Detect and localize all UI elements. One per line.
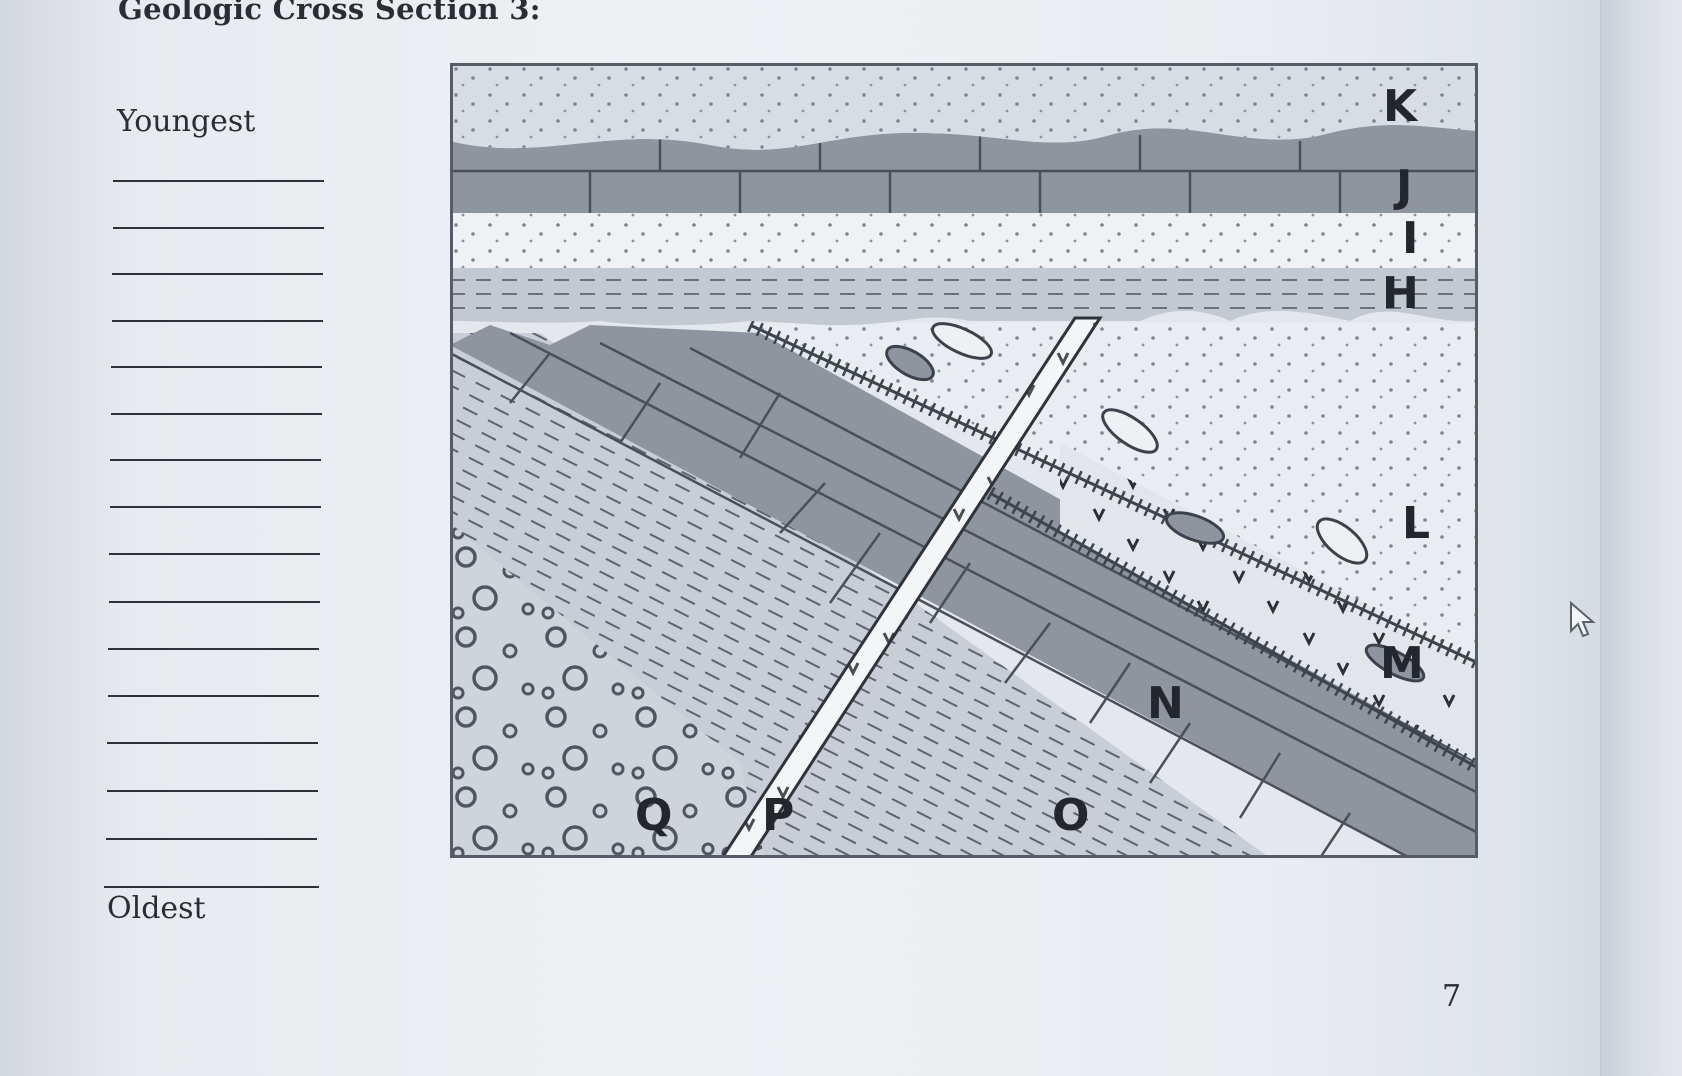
label-m: M: [1380, 638, 1424, 689]
answer-blank[interactable]: [107, 790, 318, 792]
worksheet-title: Geologic Cross Section 3:: [118, 0, 541, 26]
oldest-label: Oldest: [107, 891, 206, 926]
answer-blank[interactable]: [104, 886, 319, 888]
answer-blank[interactable]: [108, 648, 319, 650]
answer-blank[interactable]: [111, 413, 322, 415]
xenoliths: [885, 322, 1426, 683]
figure-frame: [450, 63, 1478, 858]
answer-blank[interactable]: [109, 601, 320, 603]
layer-n-limestone: [452, 325, 1476, 856]
label-n: N: [1147, 678, 1184, 729]
answer-blank[interactable]: [109, 553, 320, 555]
layer-j-limestone: [452, 124, 1476, 213]
answer-blank[interactable]: [113, 227, 324, 229]
label-k: K: [1383, 81, 1419, 132]
mouse-pointer-icon: [1568, 600, 1600, 641]
answer-blank[interactable]: [111, 366, 322, 368]
answer-blank[interactable]: [110, 506, 321, 508]
cross-section-drawing: K J I H L M N O P Q: [450, 63, 1478, 858]
page-edge-shadow: [1600, 0, 1682, 1076]
answer-blank[interactable]: [108, 695, 319, 697]
label-p: P: [762, 790, 794, 841]
answer-blank[interactable]: [110, 459, 321, 461]
label-h: H: [1382, 268, 1419, 319]
geologic-cross-section-figure: K J I H L M N O P Q: [450, 63, 1478, 858]
answer-blank[interactable]: [107, 742, 318, 744]
answer-blank[interactable]: [112, 320, 323, 322]
label-j: J: [1393, 161, 1412, 212]
label-o: O: [1052, 790, 1089, 841]
answer-blank[interactable]: [112, 273, 323, 275]
youngest-label: Youngest: [117, 104, 256, 139]
answer-blank[interactable]: [106, 838, 317, 840]
label-l: L: [1402, 498, 1430, 549]
page-number: 7: [1442, 979, 1462, 1014]
label-i: I: [1402, 213, 1418, 264]
answer-blank[interactable]: [113, 180, 324, 182]
label-q: Q: [635, 790, 672, 841]
